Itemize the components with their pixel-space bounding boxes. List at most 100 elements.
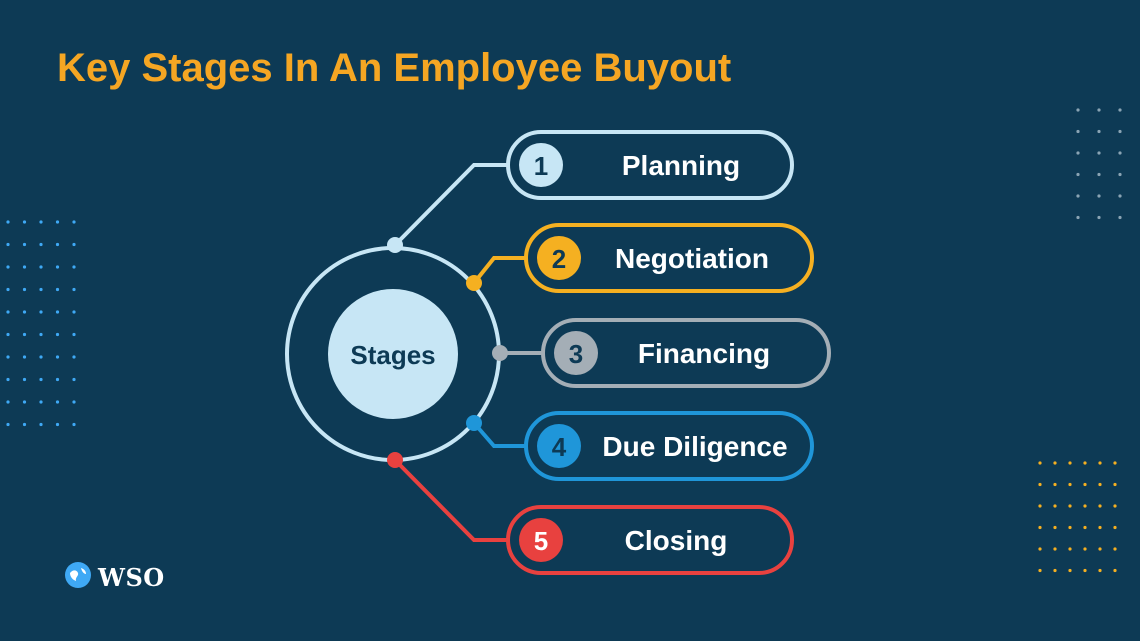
stage-4-number-badge [537,424,581,468]
decorative-dot [72,310,76,314]
decorative-dot [1118,215,1122,220]
decorative-dot [1113,525,1117,530]
decorative-dot [22,377,27,382]
decorative-dot [39,355,43,359]
stage-5-connector [393,458,508,542]
decorative-dot [1076,172,1080,177]
decorative-dot [1068,547,1072,551]
decorative-dot [1068,504,1072,508]
decorative-dot [1038,525,1042,530]
decorative-dot [39,422,43,427]
decorative-dot [1113,482,1117,487]
decorative-dot [1097,215,1101,220]
stage-4-connector [472,421,526,448]
decorative-dot [1118,108,1122,112]
decorative-dot [22,242,27,247]
decorative-dot [39,242,43,247]
decorative-dot [1053,525,1057,530]
decorative-dot [1113,568,1117,573]
decorative-dot [1076,108,1080,112]
decorative-dots [6,108,1122,573]
decorative-dot [1038,568,1042,573]
decorative-dot [6,332,10,337]
stage-5-label: Closing [625,525,728,556]
decorative-dot [1098,482,1102,487]
decorative-dot [1068,525,1072,530]
stage-4-pill [524,411,814,481]
decorative-dot [1098,525,1102,530]
stage-1-anchor-dot [387,237,403,253]
decorative-dot [22,400,27,404]
stage-4-label: Due Diligence [602,431,787,462]
decorative-dot [1113,547,1117,551]
decorative-dot [6,265,10,269]
decorative-dot [55,355,60,359]
decorative-dot [55,220,60,224]
decorative-dot [1083,568,1087,573]
decorative-dot [39,287,43,292]
decorative-dot [55,377,60,382]
decorative-dot [6,220,10,224]
decorative-dot [72,422,76,427]
stage-2: 2 Negotiation [466,223,814,293]
decorative-dot [1113,461,1117,465]
stage-1-number-badge [519,143,563,187]
decorative-dot [1053,461,1057,465]
decorative-dot [1097,129,1101,134]
decorative-dot [1097,172,1101,177]
stage-5: 5 Closing [387,452,794,575]
decorative-dot [1097,151,1101,155]
decorative-dot [55,242,60,247]
decorative-dot [6,310,10,314]
decorative-dot [6,355,10,359]
decorative-dot [1097,108,1101,112]
decorative-dot [72,242,76,247]
stage-5-number-badge [519,518,563,562]
decorative-dot [55,400,60,404]
decorative-dot [1083,504,1087,508]
decorative-dot [1053,547,1057,551]
decorative-dot [22,422,27,427]
decorative-dot [1038,482,1042,487]
stage-2-number-badge [537,236,581,280]
decorative-dot [1098,547,1102,551]
stage-1-number: 1 [534,151,548,181]
stage-3-label: Financing [638,338,770,369]
decorative-dot [39,377,43,382]
wso-logo: WSO [64,561,165,592]
stage-5-number: 5 [534,526,548,556]
stage-2-anchor-dot [466,275,482,291]
stage-4: 4 Due Diligence [466,411,814,481]
decorative-dot [39,265,43,269]
decorative-dot [1076,129,1080,134]
decorative-dot [72,287,76,292]
decorative-dot [1038,504,1042,508]
decorative-dot [22,332,27,337]
stage-4-number: 4 [552,432,567,462]
decorative-dot [39,220,43,224]
decorative-dot [55,265,60,269]
decorative-dot [1053,504,1057,508]
decorative-dot [6,287,10,292]
decorative-dot [55,310,60,314]
stage-3-number-badge [554,331,598,375]
decorative-dot [72,355,76,359]
decorative-dot [6,400,10,404]
decorative-dot [55,422,60,427]
decorative-dot [39,400,43,404]
decorative-dot [72,220,76,224]
decorative-dot [22,265,27,269]
decorative-dot [39,332,43,337]
decorative-dot [1097,194,1101,198]
decorative-dot [1076,151,1080,155]
decorative-dot [1038,547,1042,551]
decorative-dot [1083,461,1087,465]
page-title: Key Stages In An Employee Buyout [57,46,732,90]
decorative-dot [22,287,27,292]
stage-3-pill [541,318,831,388]
decorative-dot [72,400,76,404]
decorative-dot [72,332,76,337]
decorative-dot [1076,194,1080,198]
logo-text: WSO [98,562,165,592]
